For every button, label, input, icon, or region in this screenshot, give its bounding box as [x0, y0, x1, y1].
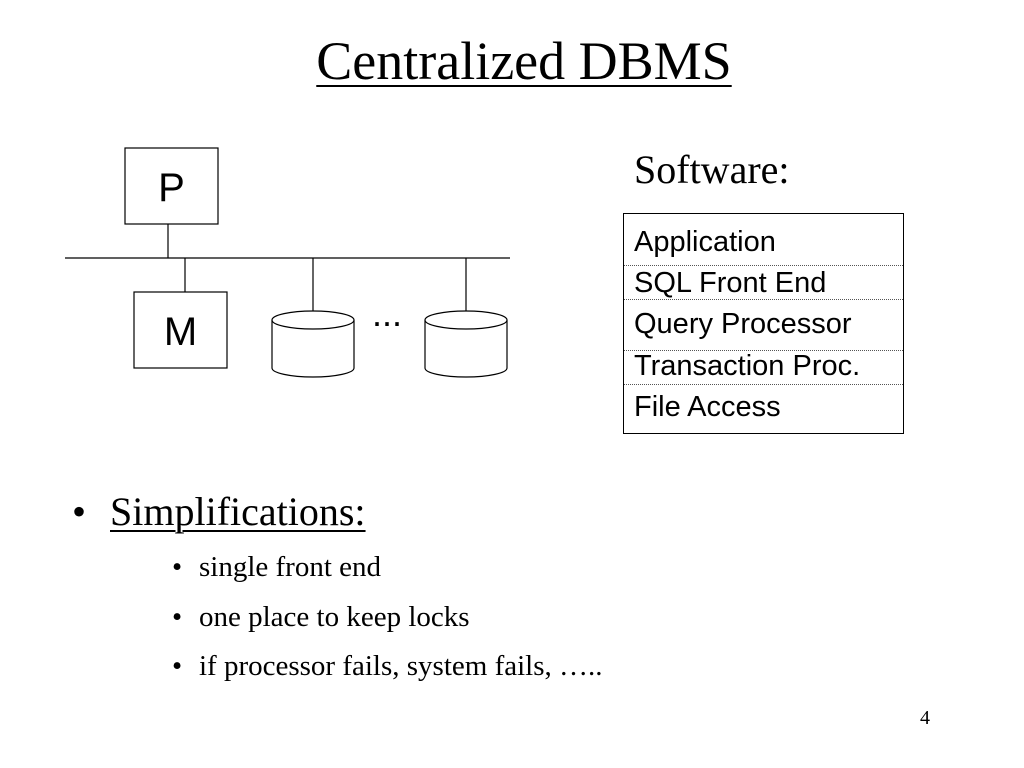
- memory-label: M: [163, 310, 198, 354]
- sub-bullet-text: one place to keep locks: [199, 601, 470, 633]
- software-layer: Application: [634, 226, 776, 258]
- sub-bullet-text: if processor fails, system fails, …..: [199, 650, 603, 682]
- page-number: 4: [920, 707, 930, 729]
- bullet-marker: •: [72, 489, 87, 534]
- slide-title: Centralized DBMS: [0, 34, 1024, 88]
- software-stack: Application SQL Front End Query Processo…: [623, 213, 904, 434]
- bullet-marker: •: [172, 601, 183, 633]
- sub-bullet: • if processor fails, system fails, …..: [172, 652, 603, 681]
- software-layer: SQL Front End: [624, 265, 903, 299]
- bullet-marker: •: [172, 650, 183, 682]
- memory-box: [133, 291, 228, 369]
- software-layer: Query Processor: [624, 299, 903, 350]
- software-layer: File Access: [624, 384, 903, 433]
- processor-box: [124, 147, 219, 225]
- disk-icon: [424, 310, 508, 378]
- sub-bullet: • single front end: [172, 553, 381, 582]
- disk-icon: [271, 310, 355, 378]
- ellipsis-label: ...: [371, 293, 402, 334]
- slide-title-text: Centralized DBMS: [316, 31, 732, 91]
- bullet-marker: •: [172, 551, 183, 583]
- bullet-main-text: Simplifications:: [110, 489, 366, 534]
- sub-bullet-text: single front end: [199, 551, 382, 583]
- processor-label: P: [158, 166, 185, 210]
- software-layer: Transaction Proc.: [624, 350, 903, 384]
- sub-bullet: • one place to keep locks: [172, 603, 470, 632]
- bullet-main: • Simplifications:: [72, 492, 366, 532]
- software-heading: Software:: [634, 147, 790, 192]
